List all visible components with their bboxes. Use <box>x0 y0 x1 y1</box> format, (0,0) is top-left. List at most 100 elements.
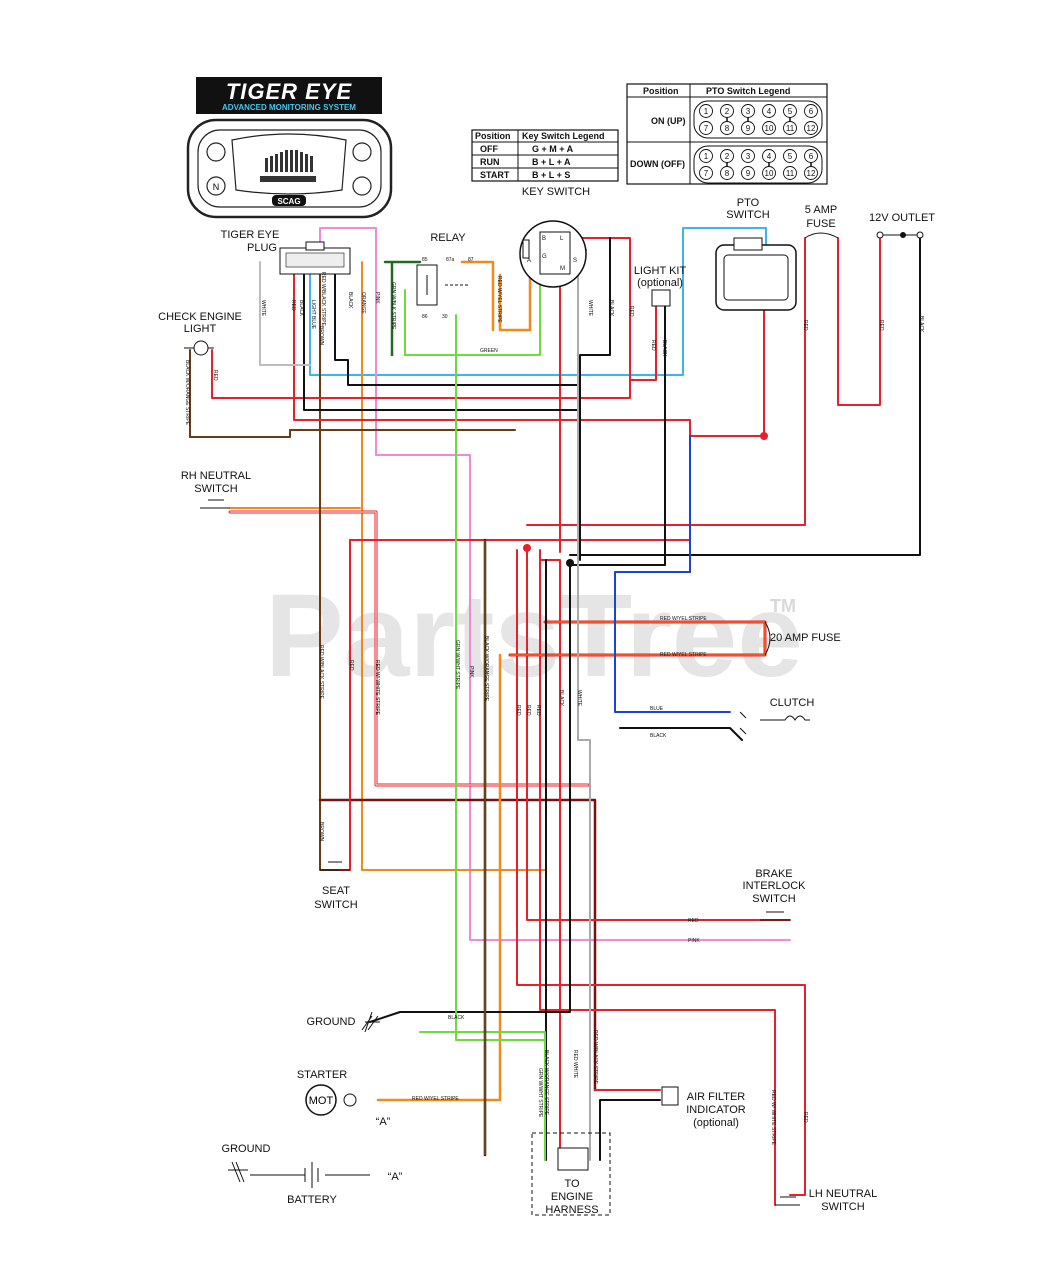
wire-label-red-harness: RED <box>572 1050 578 1061</box>
air-filter-indicator <box>661 1086 679 1106</box>
light-kit <box>651 289 671 307</box>
wire-label-brown-plug: BROWN <box>318 326 324 346</box>
wire-label-white-harness: WHITE <box>572 1062 578 1079</box>
wire-label-white-plug: WHITE <box>260 300 266 317</box>
junction-black <box>566 559 574 567</box>
relay-pin-85: 85 <box>422 257 428 263</box>
pto-pin-number: 7 <box>704 124 709 133</box>
pto-pin-number: 4 <box>767 107 772 116</box>
key-terminal-s: S <box>573 258 577 264</box>
wire-label-red-outlet: RED <box>878 320 884 331</box>
pto-pin-number: 10 <box>765 124 774 133</box>
wire-label-black-light: BLACK <box>661 340 667 357</box>
pto-pin <box>804 104 818 118</box>
pto-pin-number: 4 <box>767 152 772 161</box>
wire-label-black-orange-mid: BLACK W/ORANGE STRIPE <box>483 636 489 702</box>
check-engine-light <box>184 340 214 356</box>
pto-pin <box>699 121 713 135</box>
wire-label-red-bundle-3: RED <box>535 705 541 716</box>
wire-label-red-key: RED <box>628 306 634 317</box>
pto-pin-number: 10 <box>765 169 774 178</box>
wire-label-red-yel-fuse-2: RED W/YEL STRIPE <box>660 652 707 658</box>
rh-neutral-switch <box>200 499 230 509</box>
clutch-label: CLUTCH <box>770 697 815 709</box>
wire-label-white-bundle: WHITE <box>576 690 582 707</box>
ground-1-label: GROUND <box>307 1016 356 1028</box>
wire-label-red-mid: RED <box>348 660 354 671</box>
brand-name: TIGER EYE <box>226 79 353 104</box>
pto-legend-on: ON (UP) <box>651 116 686 126</box>
wire-label-red-check: RED <box>212 370 218 381</box>
pto-pin-number: 12 <box>807 124 816 133</box>
tiger-eye-display: N SCAG <box>186 118 393 219</box>
pto-pin-number: 7 <box>704 169 709 178</box>
wire-label-red-bundle-2: RED <box>525 705 531 716</box>
relay: 85 87a 87 86 30 <box>416 257 474 320</box>
wire-label-green: GREEN <box>480 348 498 354</box>
engine-harness <box>531 1132 611 1216</box>
pto-pin-number: 1 <box>704 107 709 116</box>
wire-label-orange: ORANGE <box>360 292 366 314</box>
brand-tagline: ADVANCED MONITORING SYSTEM <box>222 103 356 112</box>
ground-2-label: GROUND <box>222 1143 271 1155</box>
pto-legend-header-title: PTO Switch Legend <box>706 86 790 96</box>
twenty-amp-fuse-label: 20 AMP FUSE <box>770 632 841 644</box>
battery <box>250 1162 370 1188</box>
pto-pin <box>741 149 755 163</box>
outlet-label: 12V OUTLET <box>869 212 935 224</box>
pto-pin <box>741 166 755 180</box>
pto-pin-number: 12 <box>807 169 816 178</box>
relay-pin-86: 86 <box>422 314 428 320</box>
wire-label-red-white-lh: RED W/ WHITE STRIPE <box>770 1090 776 1146</box>
svg-text:N: N <box>213 182 220 192</box>
wire-label-red-black-harness: RED W/BLACK STRIPE <box>592 1030 598 1085</box>
wire-label-red-plug: RED <box>290 300 296 311</box>
display-logo: SCAG <box>277 197 300 206</box>
key-legend-row-off: OFF <box>480 144 498 154</box>
pto-switch <box>715 237 797 311</box>
starter: MOT <box>305 1084 357 1116</box>
relay-pin-87a: 87a <box>446 257 455 263</box>
tiger-eye-logo: TIGER EYE ADVANCED MONITORING SYSTEM <box>196 77 382 114</box>
wire-label-pink-brake: PINK <box>688 938 700 944</box>
wire-label-pink-mid: PINK <box>468 666 474 678</box>
wire-label-red-black-mid: RED W/BLACK STRIPE <box>318 645 324 700</box>
wire-label-black-ground: BLACK <box>448 1015 465 1021</box>
five-amp-fuse <box>804 232 839 239</box>
light-kit-label: LIGHT KIT(optional) <box>634 265 687 289</box>
wire-label-grn-wht-mid: GRN W/WHT STRIPE <box>454 640 460 690</box>
key-switch-legend: Position Key Switch Legend OFF G + M + A… <box>471 129 619 182</box>
pto-pin <box>762 104 776 118</box>
key-switch-label: KEY SWITCH <box>522 186 590 198</box>
key-legend-row-start: START <box>480 170 510 180</box>
wires <box>189 227 921 1206</box>
wire-label-white-key: WHITE <box>587 300 593 317</box>
watermark: PartsTree <box>265 570 803 702</box>
relay-pin-87: 87 <box>468 257 474 263</box>
pto-pin-number: 2 <box>725 152 730 161</box>
ground-2 <box>228 1161 248 1183</box>
wire-label-grn-blk-stripe: GRN W/BLK STRIPE <box>390 282 396 330</box>
key-legend-row-run: RUN <box>480 157 500 167</box>
lh-neutral-switch <box>775 1196 800 1206</box>
wire-label-black-orange-harness: BLACK W/ORANGE STRIPE <box>543 1050 549 1116</box>
twenty-amp-fuse <box>764 621 771 656</box>
relay-pin-30: 30 <box>442 314 448 320</box>
wire-label-red-fuse: RED <box>802 320 808 331</box>
wire-label-red-black-stripe: RED W/BLACK STRIPE <box>320 272 326 327</box>
pto-pin-number: 9 <box>746 124 751 133</box>
pto-switch-legend: Position PTO Switch Legend ON (UP) DOWN … <box>626 83 828 185</box>
wire-label-red-brake: RED <box>688 918 699 924</box>
key-terminal-m: M <box>560 266 565 272</box>
wire-labels: WHITE RED BLACK LIGHT BLUE RED W/BLACK S… <box>184 272 924 1146</box>
starter-label: STARTER <box>297 1069 347 1081</box>
wire-label-red-lh: RED <box>802 1112 808 1123</box>
key-legend-header-position: Position <box>475 131 511 141</box>
battery-a-ref: “A” <box>388 1171 403 1183</box>
wire-label-black-bundle: BLACK <box>558 690 564 707</box>
